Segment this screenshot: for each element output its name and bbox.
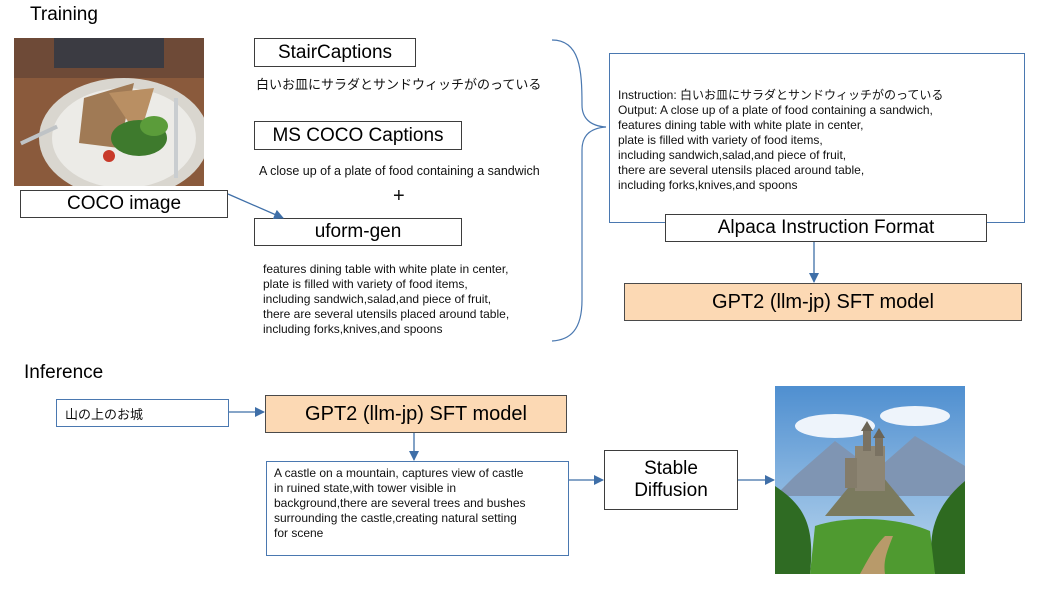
ms-coco-label: MS COCO Captions [254,121,462,150]
stair-captions-label: StairCaptions [254,38,416,67]
curly-bracket [551,39,607,342]
arrow-coco-to-uform [227,193,284,219]
alpaca-line: Output: A close up of a plate of food co… [618,103,933,117]
alpaca-format-label: Alpaca Instruction Format [665,214,987,242]
training-title: Training [30,4,98,25]
generated-caption-text: A castle on a mountain, captures view of… [274,466,526,541]
stable-diffusion-line1: Stable [644,458,698,479]
ms-coco-caption-text: A close up of a plate of food containing… [259,164,540,178]
uform-line: features dining table with white plate i… [263,262,509,276]
inference-title: Inference [24,362,104,383]
uform-line: including forks,knives,and spoons [263,322,443,336]
generated-line: for scene [274,526,324,540]
stable-diffusion-box: Stable Diffusion [604,450,738,510]
stable-diffusion-line2: Diffusion [634,480,708,501]
alpaca-line: plate is filled with variety of food ite… [618,133,823,147]
inference-input-box: 山の上のお城 [56,399,229,427]
uform-output-text: features dining table with white plate i… [263,262,509,337]
generated-line: surrounding the castle,creating natural … [274,511,517,525]
stair-caption-text: 白いお皿にサラダとサンドウィッチがのっている [256,77,542,92]
alpaca-text: Instruction: 白いお皿にサラダとサンドウィッチがのっている Outp… [618,88,943,193]
uform-line: including sandwich,salad,and piece of fr… [263,292,492,306]
alpaca-line: including sandwich,salad,and piece of fr… [618,148,847,162]
uform-gen-label: uform-gen [254,218,462,246]
generated-line: in ruined state,with tower visible in [274,481,457,495]
generated-caption-box [266,461,569,556]
inference-input-text: 山の上のお城 [65,406,144,422]
alpaca-line: including forks,knives,and spoons [618,178,798,192]
inference-sft-model: GPT2 (llm-jp) SFT model [265,395,567,433]
generated-line: background,there are several trees and b… [274,496,526,510]
coco-image [14,38,204,186]
generated-line: A castle on a mountain, captures view of… [274,466,524,480]
plus-sign: + [393,185,405,207]
training-sft-model: GPT2 (llm-jp) SFT model [624,283,1022,321]
alpaca-line: features dining table with white plate i… [618,118,864,132]
generated-castle-image [775,386,965,574]
uform-line: there are several utensils placed around… [263,307,510,321]
alpaca-line: Instruction: 白いお皿にサラダとサンドウィッチがのっている [618,88,944,102]
uform-line: plate is filled with variety of food ite… [263,277,468,291]
alpaca-line: there are several utensils placed around… [618,163,865,177]
coco-image-label: COCO image [20,190,228,218]
